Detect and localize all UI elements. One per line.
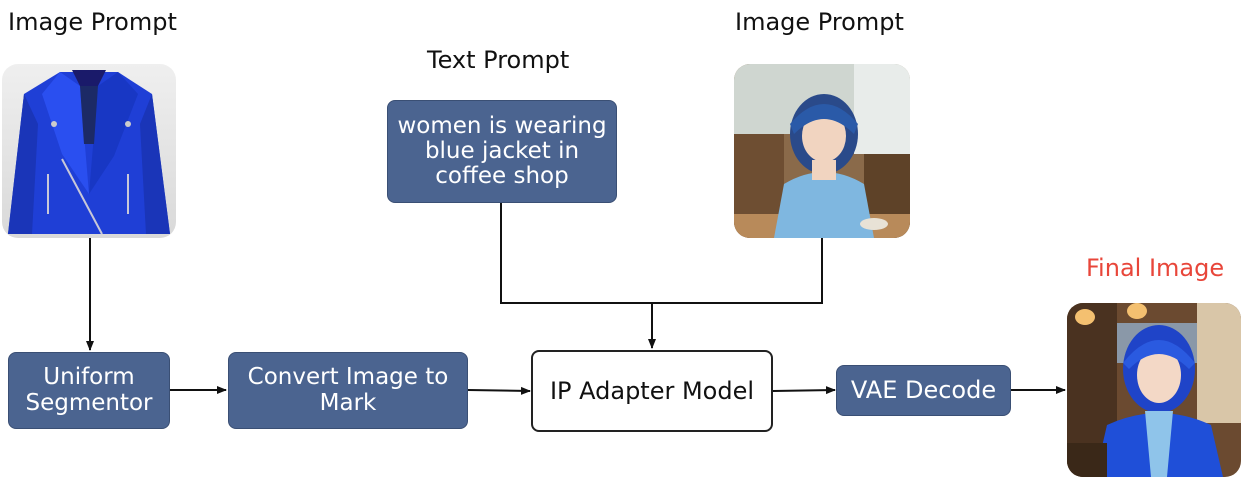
jacket-image [2, 64, 176, 238]
uniform-segmentor-node: Uniform Segmentor [8, 352, 170, 429]
arrow-convert-to-ip [467, 386, 531, 395]
image-prompt-label-right: Image Prompt [735, 8, 904, 36]
convert-image-node: Convert Image to Mark [228, 352, 468, 429]
arrow-ip-to-vae [772, 386, 836, 395]
final-woman-image [1067, 303, 1241, 477]
text-prompt-box: women is wearing blue jacket in coffee s… [387, 100, 617, 203]
final-image-label: Final Image [1086, 254, 1225, 282]
woman-cafe-image [734, 64, 910, 238]
image-prompt-label-left: Image Prompt [8, 8, 177, 36]
line-prompts-join [500, 203, 823, 304]
ip-adapter-node: IP Adapter Model [531, 350, 773, 432]
vae-decode-node: VAE Decode [836, 365, 1011, 416]
text-prompt-label: Text Prompt [427, 46, 570, 74]
